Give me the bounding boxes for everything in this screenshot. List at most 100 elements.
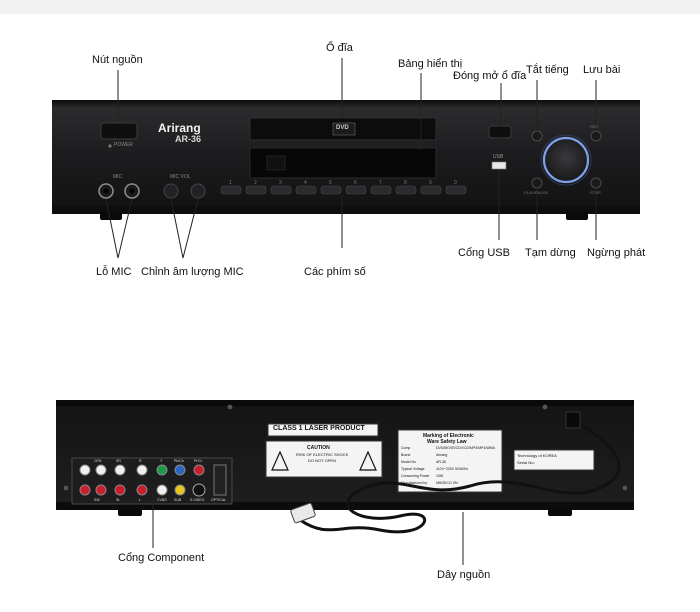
jack-label: Pb/Cb xyxy=(174,459,184,463)
caution-sticker xyxy=(265,440,383,478)
jack-label: SUB xyxy=(174,498,182,502)
power-text: POWER xyxy=(114,142,133,148)
mute-button[interactable] xyxy=(531,130,543,142)
jog-knob[interactable] xyxy=(542,136,590,184)
caution-title: CAUTION xyxy=(307,445,330,451)
jack-yellow-cvbs[interactable] xyxy=(174,484,186,496)
front-callout-lines xyxy=(105,58,597,259)
label-save: Lưu bài xyxy=(583,64,621,76)
optical-port[interactable] xyxy=(213,464,227,496)
usb-port[interactable] xyxy=(491,161,507,170)
jack-label: CEN xyxy=(94,459,102,463)
pause-button[interactable] xyxy=(531,177,543,189)
caution-text-1: RISK OF ELECTRIC SHOCK xyxy=(296,452,349,457)
spec-key: Typical Voltage xyxy=(401,467,425,471)
spec-value: AR-36 xyxy=(436,460,446,464)
model-label: AR-36 xyxy=(175,134,202,144)
spec-value: Arirang xyxy=(436,453,448,457)
label-number-keys: Các phím số xyxy=(304,266,366,278)
knob-label-rec: REC xyxy=(590,124,599,129)
mic-volume-knob-1[interactable] xyxy=(163,183,179,199)
screw-4 xyxy=(542,404,548,410)
jack-red-pr[interactable] xyxy=(193,464,205,476)
jack-red-1[interactable] xyxy=(79,484,91,496)
jack-label: SW xyxy=(94,498,100,502)
jack-green-y[interactable] xyxy=(156,464,168,476)
knob-glow xyxy=(540,134,592,186)
jack-white-5[interactable] xyxy=(156,484,168,496)
mic-jack-1-hole xyxy=(103,188,109,194)
jack-label: L xyxy=(139,498,141,502)
mic-volume-knob-2[interactable] xyxy=(190,183,206,199)
caution-text-2: DO NOT OPEN xyxy=(308,458,336,463)
cord-strain-relief xyxy=(565,411,581,429)
spec-key: Brand xyxy=(401,453,411,457)
brand-logo: Arirang xyxy=(158,121,201,135)
label-display-panel: Bảng hiển thị xyxy=(398,58,463,70)
foot-left xyxy=(100,212,122,220)
tech-line: Technology of KOREA xyxy=(517,453,557,458)
label-open-close: Đóng mở ổ đĩa xyxy=(453,70,527,82)
label-mic-volume: Chỉnh âm lượng MIC xyxy=(141,266,244,278)
number-key-2[interactable] xyxy=(245,185,267,195)
label-usb-port: Cổng USB xyxy=(458,247,510,259)
jack-label: SL xyxy=(116,498,121,502)
number-key-label: 8 xyxy=(404,180,407,186)
number-key-label: 6 xyxy=(354,180,357,186)
stop-button[interactable] xyxy=(590,177,602,189)
number-key-row xyxy=(220,185,467,195)
jack-label: R xyxy=(139,459,142,463)
jack-white-3[interactable] xyxy=(114,464,126,476)
callout-mic-vol-1 xyxy=(170,198,184,259)
number-key-3[interactable] xyxy=(270,185,292,195)
rear-foot-left xyxy=(118,508,142,516)
number-key-label: 3 xyxy=(279,180,282,186)
jack-red-3[interactable] xyxy=(114,484,126,496)
svideo-port[interactable] xyxy=(192,483,206,497)
jack-red-4[interactable] xyxy=(136,484,148,496)
laser-label xyxy=(267,423,379,437)
spec-value: 110V~220V 50/60Hz xyxy=(436,467,469,471)
jack-white-4[interactable] xyxy=(136,464,148,476)
jack-blue-pb[interactable] xyxy=(174,464,186,476)
number-key-7[interactable] xyxy=(370,185,392,195)
number-key-1[interactable] xyxy=(220,185,242,195)
label-power-cord: Dây nguồn xyxy=(437,569,491,581)
serial-label: Serial No: xyxy=(517,460,535,465)
rear-callout-lines xyxy=(152,488,464,565)
number-key-8[interactable] xyxy=(395,185,417,195)
power-led xyxy=(108,144,112,148)
mic-text: MIC xyxy=(113,174,123,180)
jack-red-2[interactable] xyxy=(95,484,107,496)
number-key-5[interactable] xyxy=(320,185,342,195)
open-close-button[interactable] xyxy=(488,125,512,139)
chassis-bottom-edge xyxy=(52,206,640,214)
mic-vol-text: MIC VOL xyxy=(170,174,191,180)
jack-label: OPTICAL xyxy=(211,498,226,502)
label-component-ports: Cổng Component xyxy=(118,552,205,564)
number-key-label: 1 xyxy=(229,180,232,186)
spec-key: Comp xyxy=(401,446,411,450)
number-key-label: 0 xyxy=(454,180,457,186)
dvd-logo xyxy=(332,122,356,136)
number-key-0[interactable] xyxy=(445,185,467,195)
spec-value: 10W xyxy=(436,474,444,478)
marking-title-1: Marking of Electronic xyxy=(423,433,474,439)
rear-foot-right xyxy=(548,508,572,516)
number-key-6[interactable] xyxy=(345,185,367,195)
number-key-label: 5 xyxy=(329,180,332,186)
label-mic-jacks: Lỗ MIC xyxy=(96,266,132,278)
laser-label-text: CLASS 1 LASER PRODUCT xyxy=(273,425,365,432)
rear-bottom-edge xyxy=(56,502,634,510)
jack-white-2[interactable] xyxy=(95,464,107,476)
front-panel xyxy=(52,100,640,220)
screw-3 xyxy=(227,404,233,410)
knob-label-stop: STOP xyxy=(590,190,601,195)
power-button[interactable] xyxy=(100,122,138,140)
save-button[interactable] xyxy=(590,130,602,142)
number-key-4[interactable] xyxy=(295,185,317,195)
jack-white-1[interactable] xyxy=(79,464,91,476)
callout-mic-vol-2 xyxy=(182,198,199,259)
number-key-9[interactable] xyxy=(420,185,442,195)
spec-key: Model No xyxy=(401,460,416,464)
